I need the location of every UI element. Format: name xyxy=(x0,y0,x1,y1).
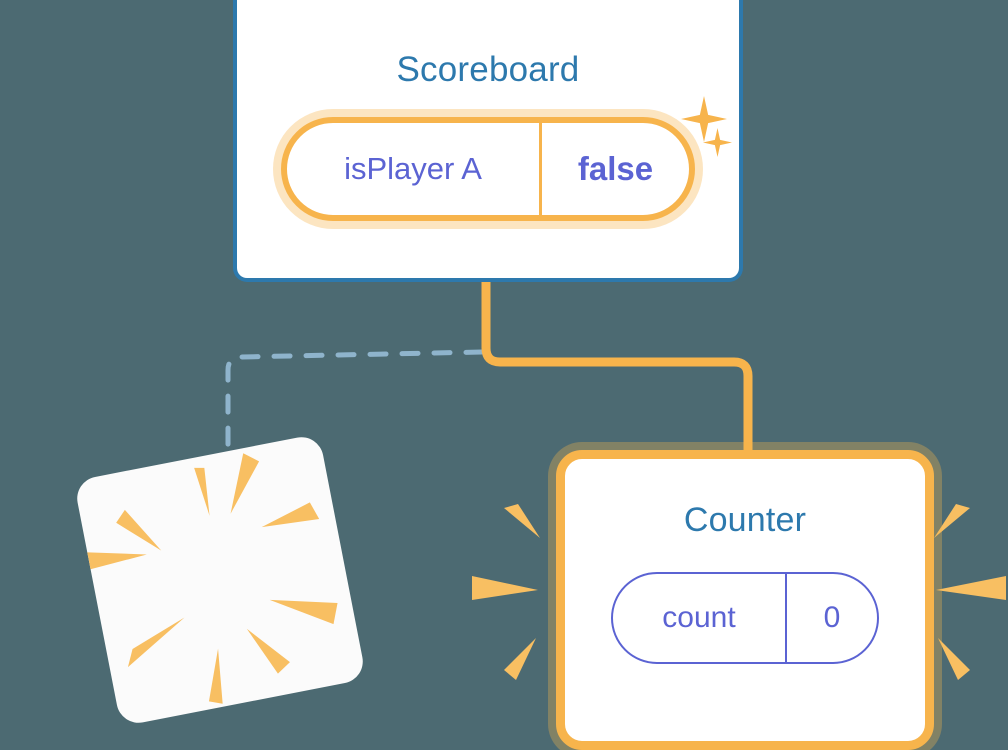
scoreboard-state-value: false xyxy=(577,150,654,187)
burst-ray xyxy=(116,509,162,551)
counter-state-value: 0 xyxy=(823,601,841,634)
counter-ray-left xyxy=(504,504,540,538)
burst-ray xyxy=(208,648,223,704)
counter-ray-left xyxy=(472,576,538,600)
scoreboard-title: Scoreboard xyxy=(396,50,580,89)
scoreboard-card[interactable]: Scoreboard isPlayer A false xyxy=(233,0,743,282)
burst-ray xyxy=(127,617,185,668)
scoreboard-state-pill[interactable]: isPlayer A false xyxy=(281,117,695,221)
burst-ray-group xyxy=(85,453,338,704)
burst-ray xyxy=(230,453,260,514)
counter-ray-left xyxy=(504,638,536,680)
scoreboard-pill-wrap: isPlayer A false xyxy=(237,117,739,221)
counter-burst-ray-group xyxy=(472,504,1006,680)
rotated-burst-card[interactable] xyxy=(73,433,367,727)
counter-ray-right xyxy=(934,504,970,538)
counter-state-key: count xyxy=(662,601,736,634)
burst-ray xyxy=(269,599,338,625)
pill-divider xyxy=(539,123,542,215)
scoreboard-state-key: isPlayer A xyxy=(344,151,482,186)
counter-title: Counter xyxy=(683,501,807,539)
burst-ray xyxy=(246,628,290,674)
burst-ray xyxy=(194,467,210,516)
counter-ray-right xyxy=(938,638,970,680)
connector-dashed-ghost xyxy=(225,349,485,473)
burst-ray xyxy=(85,552,147,571)
counter-card[interactable]: Counter count 0 xyxy=(556,450,934,750)
counter-ray-right xyxy=(936,576,1006,600)
connector-solid-counter xyxy=(481,282,753,460)
pill-divider xyxy=(785,574,787,662)
burst-ray xyxy=(261,502,320,528)
counter-state-pill[interactable]: count 0 xyxy=(611,572,879,664)
